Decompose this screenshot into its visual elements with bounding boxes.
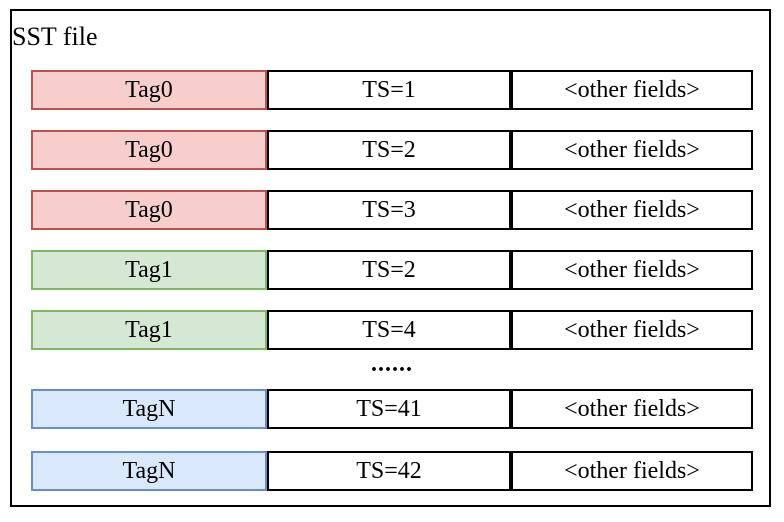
tag-cell: Tag1 <box>31 250 267 290</box>
other-fields-cell: <other fields> <box>511 310 753 350</box>
sst-file-label: SST file <box>12 22 98 51</box>
timestamp-cell: TS=42 <box>267 451 511 491</box>
tag-cell: Tag0 <box>31 130 267 170</box>
timestamp-cell: TS=41 <box>267 389 511 429</box>
record-row: Tag1 TS=4 <other fields> <box>31 310 753 350</box>
timestamp-cell: TS=3 <box>267 190 511 230</box>
other-fields-cell: <other fields> <box>511 389 753 429</box>
record-row: TagN TS=41 <other fields> <box>31 389 753 429</box>
record-row: Tag0 TS=2 <other fields> <box>31 130 753 170</box>
other-fields-cell: <other fields> <box>511 70 753 110</box>
tag-cell: Tag1 <box>31 310 267 350</box>
other-fields-cell: <other fields> <box>511 451 753 491</box>
other-fields-cell: <other fields> <box>511 130 753 170</box>
tag-cell: TagN <box>31 451 267 491</box>
other-fields-cell: <other fields> <box>511 190 753 230</box>
timestamp-cell: TS=4 <box>267 310 511 350</box>
record-row: Tag1 TS=2 <other fields> <box>31 250 753 290</box>
other-fields-cell: <other fields> <box>511 250 753 290</box>
record-row: Tag0 TS=3 <other fields> <box>31 190 753 230</box>
tag-cell: Tag0 <box>31 70 267 110</box>
tag-cell: TagN <box>31 389 267 429</box>
timestamp-cell: TS=2 <box>267 130 511 170</box>
tag-cell: Tag0 <box>31 190 267 230</box>
timestamp-cell: TS=2 <box>267 250 511 290</box>
record-row: TagN TS=42 <other fields> <box>31 451 753 491</box>
timestamp-cell: TS=1 <box>267 70 511 110</box>
record-row: Tag0 TS=1 <other fields> <box>31 70 753 110</box>
ellipsis-text: ...... <box>371 350 413 377</box>
